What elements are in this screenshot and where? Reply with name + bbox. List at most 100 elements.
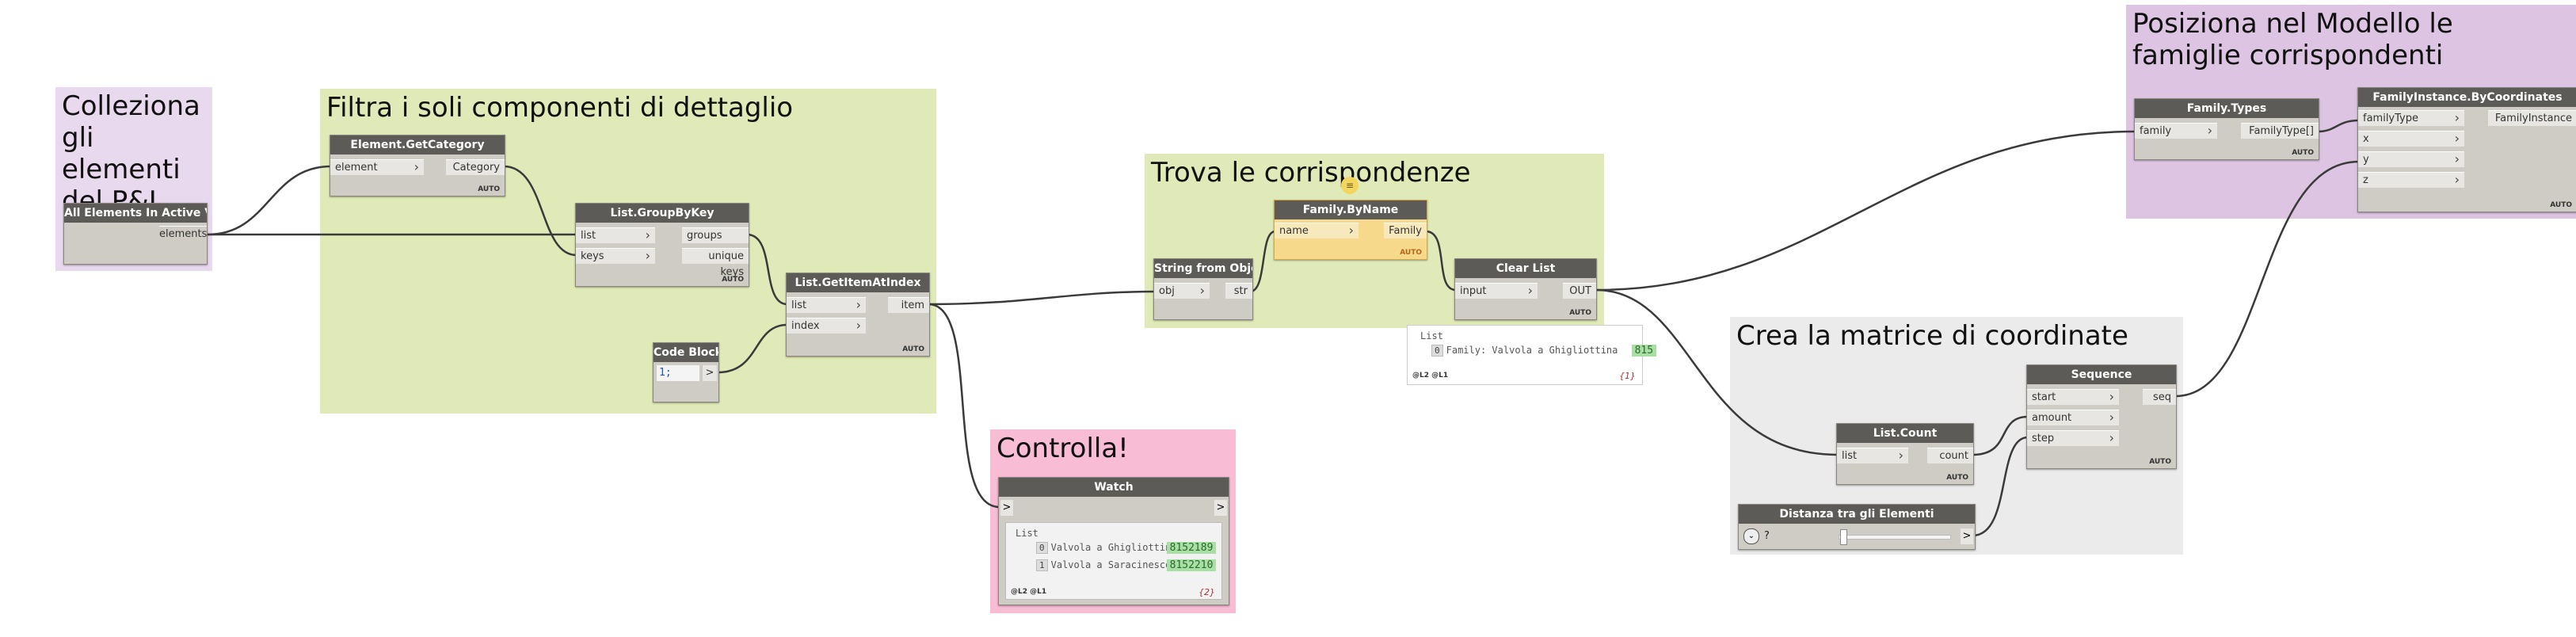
node-title: List.GetItemAtIndex — [787, 273, 929, 292]
lacing-auto[interactable]: AUTO — [902, 345, 924, 353]
node-title: List.Count — [1837, 424, 1973, 443]
lacing-auto[interactable]: AUTO — [1400, 249, 1422, 257]
node-all-elements[interactable]: All Elements In Active View elements — [63, 203, 208, 265]
output-str[interactable]: str — [1225, 283, 1252, 299]
input-step[interactable]: step — [2027, 430, 2119, 446]
group-title: Posiziona nel Modello le famiglie corris… — [2132, 8, 2453, 71]
input-start[interactable]: start — [2027, 389, 2119, 405]
slider-value[interactable]: ? — [1764, 530, 1770, 542]
lacing-auto[interactable]: AUTO — [2292, 149, 2314, 157]
output-family[interactable]: Family — [1384, 223, 1427, 238]
node-group-by-key[interactable]: List.GroupByKey list keys groups unique … — [575, 203, 749, 287]
input-list[interactable]: list — [787, 297, 866, 313]
output-familytype[interactable]: FamilyType[] — [2241, 123, 2319, 139]
input-input[interactable]: input — [1455, 283, 1538, 299]
input-y[interactable]: y — [2358, 151, 2464, 167]
wire-out-to-family — [1595, 130, 2136, 292]
input-keys[interactable]: keys — [576, 248, 655, 264]
output-elements[interactable]: elements — [159, 226, 207, 242]
output-unique-keys[interactable]: unique keys — [682, 248, 749, 278]
node-get-category[interactable]: Element.GetCategory element Category AUT… — [330, 135, 505, 196]
watch-list-label: List — [1016, 528, 1038, 539]
node-title: List.GroupByKey — [576, 204, 749, 223]
wire-family-to-input — [1425, 230, 1457, 292]
watch-count: {2} — [1198, 587, 1215, 597]
node-get-item-at-index[interactable]: List.GetItemAtIndex list index item AUTO — [786, 273, 930, 357]
wire-item-to-obj — [928, 290, 1156, 306]
preview-list-label: List — [1420, 330, 1443, 341]
wire-item-to-watch — [928, 303, 1000, 509]
wire-seq-to-y — [2174, 160, 2360, 398]
slider-thumb[interactable] — [1840, 529, 1847, 545]
input-z[interactable]: z — [2358, 172, 2464, 188]
node-sequence[interactable]: Sequence start amount step seq AUTO — [2026, 364, 2177, 469]
preview-count: {1} — [1619, 371, 1636, 381]
input-name[interactable]: name — [1275, 223, 1358, 238]
lacing-auto[interactable]: AUTO — [2550, 201, 2572, 209]
wire-code-to-index — [717, 323, 788, 374]
output-code[interactable]: > — [703, 365, 717, 381]
lacing-auto[interactable]: AUTO — [478, 185, 500, 193]
input-index[interactable]: index — [787, 318, 866, 334]
output-watch[interactable]: > — [1214, 500, 1227, 516]
output-seq[interactable]: seq — [2143, 389, 2176, 405]
slider-track[interactable] — [1839, 535, 1951, 540]
output-out[interactable]: OUT — [1563, 283, 1596, 299]
output-item[interactable]: item — [888, 297, 929, 313]
node-title: Element.GetCategory — [330, 135, 505, 154]
node-code-block[interactable]: Code Block 1; > — [653, 342, 719, 402]
node-title: Code Block — [654, 343, 718, 362]
lacing-auto[interactable]: AUTO — [1946, 474, 1968, 482]
node-title: Watch — [999, 478, 1229, 497]
input-watch[interactable]: > — [1000, 500, 1013, 516]
input-element[interactable]: element — [330, 159, 424, 175]
wire-out-to-list — [1595, 288, 1839, 456]
input-x[interactable]: x — [2358, 131, 2464, 147]
wire-str-to-name — [1249, 230, 1276, 293]
node-title: All Elements In Active View — [64, 204, 207, 223]
input-obj[interactable]: obj — [1154, 283, 1210, 299]
output-slider[interactable]: > — [1961, 528, 1973, 544]
chevron-down-icon[interactable]: ⌄ — [1743, 528, 1759, 544]
output-category[interactable]: Category — [446, 159, 505, 175]
node-slider[interactable]: Distanza tra gli Elementi ⌄ ? > — [1738, 504, 1976, 550]
node-title: String from Object — [1154, 259, 1252, 278]
input-familytype[interactable]: familyType — [2358, 110, 2464, 126]
watch-index: 1 — [1036, 559, 1048, 571]
code-editor[interactable]: 1; — [657, 365, 699, 381]
node-title: Sequence — [2027, 365, 2176, 384]
output-count[interactable]: count — [1927, 448, 1973, 463]
group-title: Filtra i soli componenti di dettaglio — [326, 92, 794, 124]
output-groups[interactable]: groups — [682, 227, 749, 243]
node-string-from-object[interactable]: String from Object obj str — [1153, 258, 1253, 320]
node-family-instance-by-coordinates[interactable]: FamilyInstance.ByCoordinates familyType … — [2357, 87, 2576, 212]
watch-value: 8152210 — [1166, 559, 1217, 571]
wire-category-to-keys — [503, 165, 577, 257]
output-familyinstance[interactable]: FamilyInstance — [2488, 110, 2576, 126]
wire-types-to-familytype — [2317, 119, 2360, 133]
input-amount[interactable]: amount — [2027, 410, 2119, 425]
node-family-types[interactable]: Family.Types family FamilyType[] AUTO — [2134, 98, 2319, 160]
input-list[interactable]: list — [576, 227, 655, 243]
input-family[interactable]: family — [2135, 123, 2217, 139]
watch-index: 0 — [1036, 542, 1048, 554]
lacing-auto[interactable]: AUTO — [1569, 309, 1591, 317]
node-family-by-name[interactable]: ≡ Family.ByName name Family AUTO — [1274, 177, 1427, 260]
input-list[interactable]: list — [1837, 448, 1908, 463]
note-icon[interactable]: ≡ — [1341, 177, 1358, 194]
group-title: Controlla! — [996, 433, 1129, 464]
lacing-auto[interactable]: AUTO — [722, 276, 744, 284]
node-clear-list[interactable]: Clear List input OUT AUTO — [1454, 258, 1597, 320]
lacing-auto[interactable]: AUTO — [2149, 458, 2171, 466]
node-list-count[interactable]: List.Count list count AUTO — [1836, 423, 1974, 485]
watch-label: Valvola a Ghigliottina — [1050, 542, 1177, 553]
node-title: Distanza tra gli Elementi — [1739, 505, 1975, 524]
wire-count-to-amount — [1972, 415, 2029, 456]
